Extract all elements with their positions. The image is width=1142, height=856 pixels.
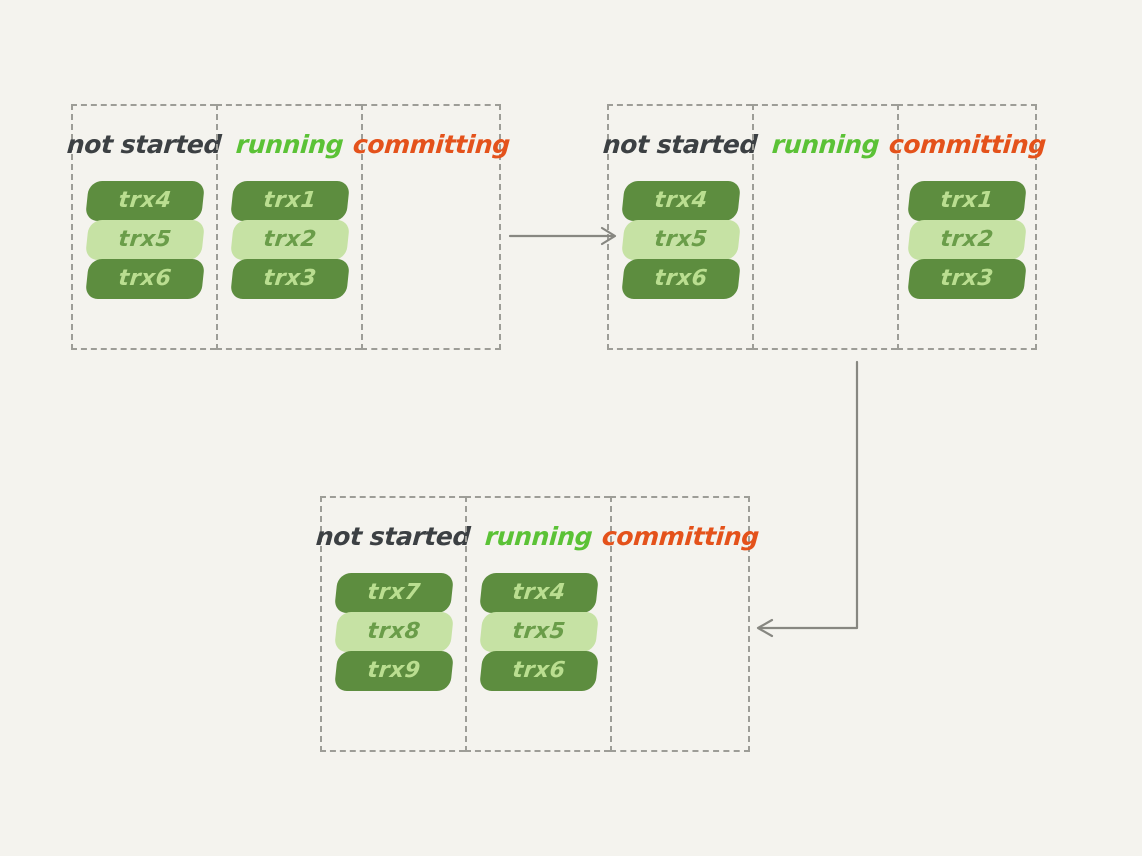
column-not-started-1: not started trx4 trx5 trx6 xyxy=(66,104,223,350)
column-running-1: running trx1 trx2 trx3 xyxy=(216,104,361,350)
state-group-3: not started trx7 trx8 trx9 running trx4 xyxy=(315,496,759,752)
column-label-committing: committing xyxy=(351,130,511,159)
transaction-label: trx3 xyxy=(261,266,318,291)
column-label-not-started: not started xyxy=(66,130,223,159)
column-label-running: running xyxy=(234,130,345,159)
column-label-running: running xyxy=(483,522,594,551)
state-group-2: not started trx4 trx5 trx6 running commi… xyxy=(602,104,1046,350)
transaction-label: trx6 xyxy=(116,266,173,291)
transaction-label: trx9 xyxy=(365,658,422,683)
transaction-pill[interactable]: trx5 xyxy=(478,612,599,652)
transaction-pill[interactable]: trx5 xyxy=(84,220,205,260)
pill-stack-running-3: trx4 trx5 trx6 xyxy=(478,573,599,691)
transaction-pill[interactable]: trx4 xyxy=(478,573,599,613)
transaction-label: trx2 xyxy=(261,227,318,252)
column-committing-2: committing trx1 trx2 trx3 xyxy=(888,104,1046,350)
transaction-pill[interactable]: trx2 xyxy=(906,220,1028,260)
transaction-pill[interactable]: trx7 xyxy=(333,573,454,613)
column-label-not-started: not started xyxy=(315,522,472,551)
transaction-pill[interactable]: trx9 xyxy=(333,651,454,691)
transaction-pill[interactable]: trx6 xyxy=(84,259,205,299)
pill-stack-not-started-2: trx4 trx5 trx6 xyxy=(620,181,741,299)
transaction-label: trx5 xyxy=(652,227,709,252)
column-committing-1: committing xyxy=(352,104,510,350)
transaction-label: trx1 xyxy=(261,188,318,213)
column-label-not-started: not started xyxy=(602,130,759,159)
transaction-label: trx6 xyxy=(510,658,567,683)
transaction-pill[interactable]: trx3 xyxy=(229,259,350,299)
transaction-label: trx6 xyxy=(652,266,709,291)
transaction-pill[interactable]: trx4 xyxy=(84,181,205,221)
column-running-3: running trx4 trx5 trx6 xyxy=(465,496,610,752)
arrow-group1-to-group2 xyxy=(508,226,617,246)
pill-stack-not-started-3: trx7 trx8 trx9 xyxy=(333,573,454,691)
transaction-label: trx4 xyxy=(652,188,709,213)
column-label-running: running xyxy=(770,130,881,159)
transaction-pill[interactable]: trx3 xyxy=(906,259,1028,299)
arrow-group2-to-group3 xyxy=(756,360,859,638)
transaction-label: trx2 xyxy=(939,227,995,252)
column-not-started-3: not started trx7 trx8 trx9 xyxy=(315,496,472,752)
transaction-label: trx5 xyxy=(510,619,567,644)
transaction-label: trx4 xyxy=(116,188,173,213)
transaction-pill[interactable]: trx8 xyxy=(333,612,454,652)
state-group-1: not started trx4 trx5 trx6 running trx1 xyxy=(66,104,510,350)
transaction-pill[interactable]: trx2 xyxy=(229,220,350,260)
transaction-label: trx5 xyxy=(116,227,173,252)
transaction-pill[interactable]: trx1 xyxy=(906,181,1028,221)
transaction-pill[interactable]: trx6 xyxy=(620,259,741,299)
column-label-committing: committing xyxy=(887,130,1047,159)
pill-stack-running-1: trx1 trx2 trx3 xyxy=(229,181,350,299)
transaction-label: trx8 xyxy=(365,619,422,644)
transaction-pill[interactable]: trx4 xyxy=(620,181,741,221)
column-label-committing: committing xyxy=(600,522,760,551)
pill-stack-committing-2: trx1 trx2 trx3 xyxy=(906,181,1028,299)
column-running-2: running xyxy=(752,104,897,350)
transaction-pill[interactable]: trx5 xyxy=(620,220,741,260)
pill-stack-not-started-1: trx4 trx5 trx6 xyxy=(84,181,205,299)
transaction-label: trx7 xyxy=(365,580,422,605)
column-committing-3: committing xyxy=(601,496,759,752)
transaction-label: trx3 xyxy=(939,266,995,291)
column-not-started-2: not started trx4 trx5 trx6 xyxy=(602,104,759,350)
transaction-label: trx4 xyxy=(510,580,567,605)
transaction-pill[interactable]: trx6 xyxy=(478,651,599,691)
transaction-pill[interactable]: trx1 xyxy=(229,181,350,221)
transaction-label: trx1 xyxy=(939,188,995,213)
